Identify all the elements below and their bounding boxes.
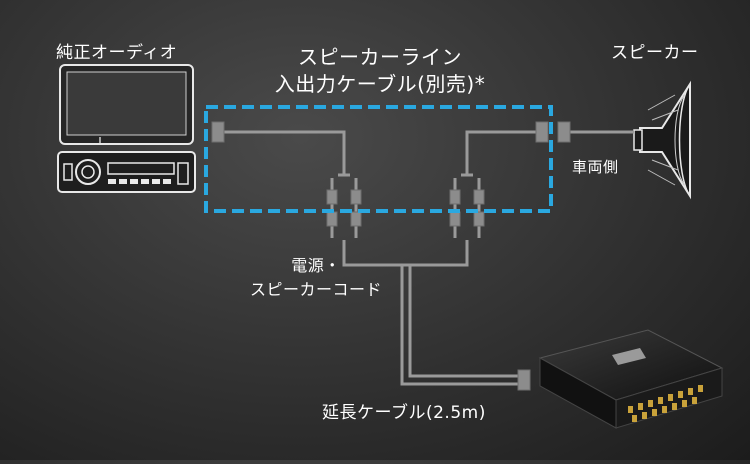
dsp-amplifier-unit [538, 329, 724, 429]
cable-lines [224, 130, 634, 386]
connector-car-side [557, 121, 571, 143]
car-side-label: 車両側 [572, 158, 619, 176]
head-unit-monitor [59, 64, 194, 145]
cable-title-line1: スピーカーライン [298, 45, 462, 69]
power-speaker-cord-label: 電源・ スピーカーコード [236, 254, 396, 302]
connectors [211, 121, 571, 391]
connector-speaker-out [535, 121, 549, 143]
connector-head-unit-side [211, 121, 225, 143]
connector-amp [517, 369, 531, 391]
head-unit-label: 純正オーディオ [56, 43, 178, 63]
optional-cable-dashed-box [204, 105, 553, 213]
power-label-line2: スピーカーコード [249, 280, 382, 299]
cable-title-line2: 入出力ケーブル(別売)* [274, 72, 486, 96]
extension-cable-label: 延長ケーブル(2.5m) [322, 403, 486, 423]
cable-title: スピーカーライン 入出力ケーブル(別売)* [250, 44, 510, 98]
speaker-label: スピーカー [611, 43, 699, 63]
power-label-line1: 電源・ [291, 256, 341, 275]
head-unit-deck [57, 151, 196, 193]
speaker-illustration [633, 80, 691, 200]
